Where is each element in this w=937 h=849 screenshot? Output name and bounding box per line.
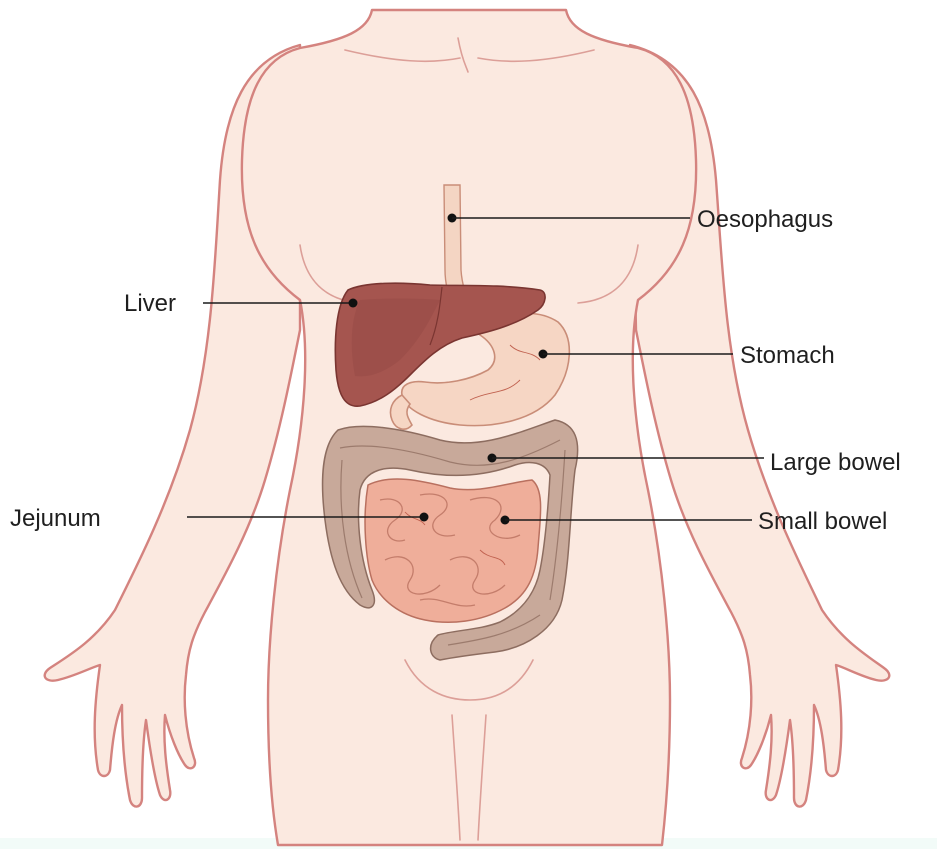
large-bowel-label: Large bowel [770,449,901,476]
oesophagus-label: Oesophagus [697,206,833,233]
torso [242,10,696,845]
jejunum-label: Jejunum [10,505,101,532]
liver-pointer-dot [349,299,358,308]
jejunum-pointer-dot [420,513,429,522]
liver-label: Liver [124,290,176,317]
small-bowel-organ [365,479,541,622]
stomach-label: Stomach [740,342,835,369]
body-figure [45,10,890,845]
small-bowel-label: Small bowel [758,508,887,535]
